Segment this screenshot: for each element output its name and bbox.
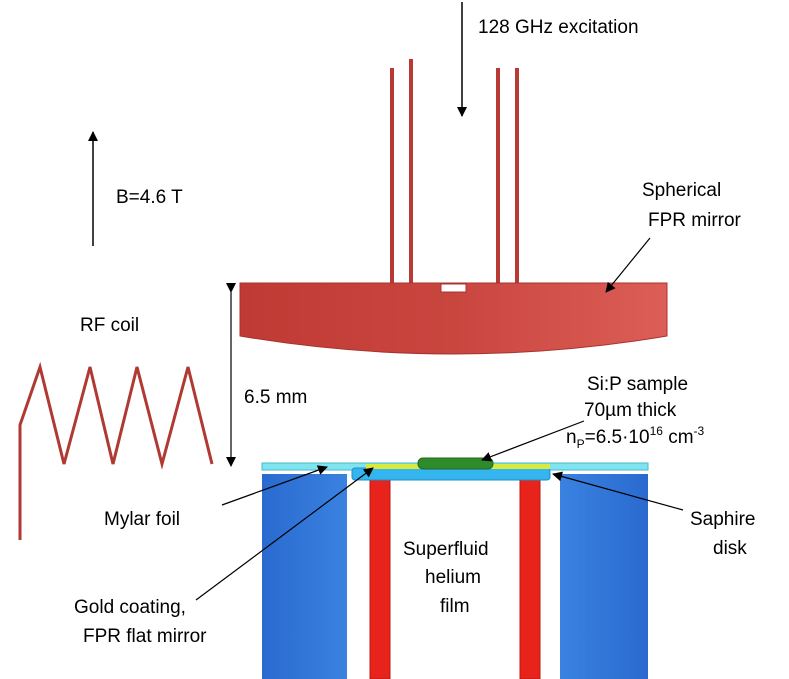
mylar-label: Mylar foil: [104, 509, 180, 530]
waveguide-wall: [409, 59, 413, 284]
rf-coil: [18, 361, 214, 540]
support-block-left: [262, 474, 347, 679]
coupling-hole: [440, 283, 467, 293]
field-label: B=4.6 T: [116, 187, 183, 208]
rf-coil-label: RF coil: [80, 315, 139, 336]
waveguide: [390, 59, 519, 284]
saphire-pointer: [552, 471, 684, 511]
saphire-label-line2: disk: [713, 538, 747, 559]
spherical-mirror-label-line1: Spherical: [642, 180, 721, 201]
sample: [417, 457, 494, 470]
sample-label-line1: Si:P sample: [587, 374, 688, 395]
waveguide-wall: [515, 68, 519, 284]
tube-wall-left: [369, 475, 391, 679]
density-label: nP=6.5·1016 cm-3: [566, 424, 705, 451]
gold-label-line2: FPR flat mirror: [83, 626, 207, 647]
saphire-disk: [351, 467, 551, 481]
superfluid-label-line3: film: [440, 596, 470, 617]
sample-label-line2: 70µm thick: [584, 400, 677, 421]
spherical-mirror-pointer: [605, 237, 651, 293]
gold-pointer: [195, 467, 374, 601]
sample-pointer: [481, 420, 585, 462]
distance-label: 6.5 mm: [244, 387, 307, 408]
tube-wall-right: [519, 475, 541, 679]
saphire-label-line1: Saphire: [690, 509, 756, 530]
support-block-right: [560, 474, 648, 679]
mylar-pointer: [221, 465, 328, 506]
spherical-mirror: [239, 282, 668, 355]
excitation-label: 128 GHz excitation: [478, 17, 639, 38]
gold-label-line1: Gold coating,: [74, 597, 186, 618]
waveguide-wall: [496, 68, 500, 284]
superfluid-label-line1: Superfluid: [403, 539, 489, 560]
waveguide-wall: [390, 68, 394, 284]
spherical-mirror-label-line2: FPR mirror: [648, 210, 742, 231]
superfluid-label-line2: helium: [425, 567, 481, 588]
